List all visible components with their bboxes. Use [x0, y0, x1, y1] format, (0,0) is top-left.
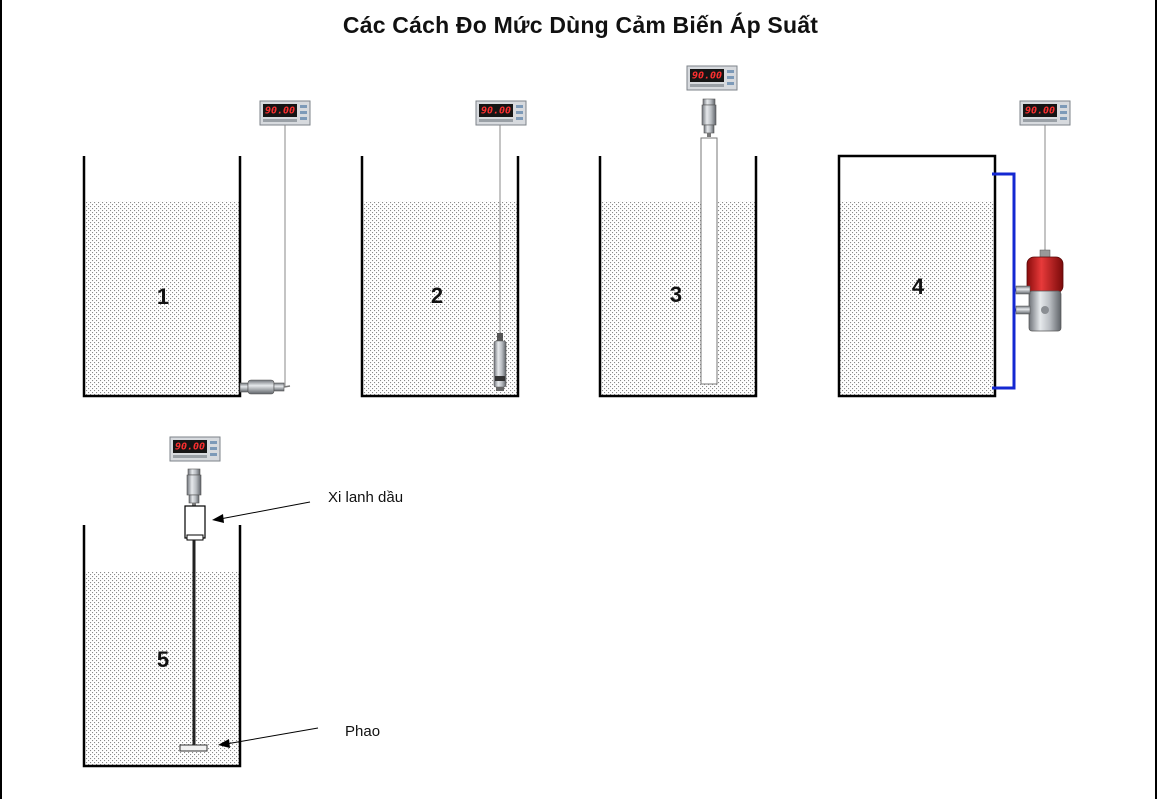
digital-display-icon: 90.00 — [169, 436, 221, 462]
tank-1-number: 1 — [157, 284, 169, 309]
page-title: Các Cách Đo Mức Dùng Cảm Biến Áp Suất — [342, 12, 819, 38]
tank-1-liquid — [84, 201, 240, 395]
tank-3-liquid — [600, 201, 756, 395]
tank-2-liquid — [362, 201, 518, 395]
cylinder-label: Xi lanh dầu — [328, 489, 403, 506]
tank-3-number: 3 — [670, 282, 682, 307]
tank-1-wall — [82, 156, 242, 398]
pressure-transmitter-icon — [701, 98, 717, 138]
digital-display-icon: 90.00 — [259, 100, 311, 126]
tank-5: 5 — [82, 525, 242, 768]
tank-3: 3 — [598, 156, 758, 398]
tank-4-number: 4 — [912, 274, 925, 299]
pressure-transmitter-icon — [186, 468, 202, 508]
digital-display-icon: 90.00 — [1019, 100, 1071, 126]
submersible-sensor-icon — [493, 333, 507, 391]
digital-display-icon: 90.00 — [475, 100, 527, 126]
float-icon — [179, 744, 208, 752]
tank-5-number: 5 — [157, 647, 169, 672]
tank-3-wall — [598, 156, 758, 398]
digital-display-icon: 90.00 — [686, 65, 738, 91]
tank-5-wall — [82, 525, 242, 768]
tank-5-liquid — [84, 572, 240, 765]
tank-2: 2 — [360, 156, 520, 398]
tank-2-number: 2 — [431, 283, 443, 308]
diaphragm-sensor-icon — [1015, 249, 1064, 332]
display-1-value: 90.00 — [265, 106, 295, 117]
display-3-value: 90.00 — [692, 71, 722, 82]
tank-4-wall — [837, 154, 997, 398]
cylinder-annotation: Xi lanh dầu — [212, 489, 403, 523]
stilling-tube-3 — [700, 137, 718, 385]
tank-4-liquid — [839, 201, 995, 395]
impulse-tube-4 — [992, 172, 1016, 390]
display-5-value: 90.00 — [175, 442, 205, 453]
oil-cylinder — [184, 505, 206, 541]
float-label: Phao — [345, 723, 380, 740]
display-2-value: 90.00 — [481, 106, 511, 117]
tank-4: 4 — [837, 154, 997, 398]
tank-2-wall — [360, 156, 520, 398]
display-4-value: 90.00 — [1025, 106, 1055, 117]
float-annotation: Phao — [218, 723, 380, 748]
pressure-transmitter-icon — [239, 379, 291, 395]
tank-1: 1 — [82, 156, 242, 398]
